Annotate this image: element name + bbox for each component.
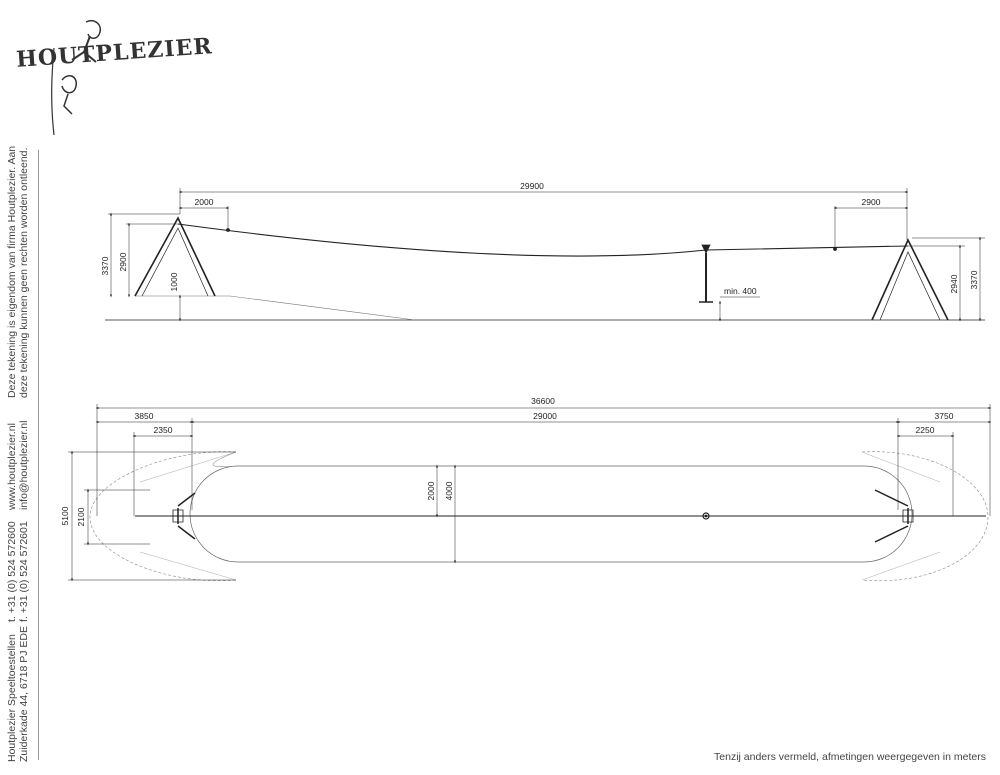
dim-side-left-offset: 2000 [195, 197, 214, 207]
dim-side-right-total: 3370 [969, 270, 979, 289]
dim-side-ramp: 1000 [169, 272, 179, 291]
side-divider [38, 150, 39, 760]
side-view [105, 188, 985, 322]
dim-top-span: 29000 [533, 411, 557, 421]
dim-side-clearance: min. 400 [724, 286, 757, 296]
top-view-labels: 36600 3850 29000 3750 2350 2250 5100 210… [60, 396, 954, 526]
dim-top-left-inner: 2350 [154, 425, 173, 435]
dim-side-overall: 29900 [520, 181, 544, 191]
top-view [68, 404, 992, 582]
dim-top-right-inner: 2250 [916, 425, 935, 435]
dim-top-width-inner: 2100 [76, 507, 86, 526]
dim-top-width-outer: 5100 [60, 506, 70, 525]
side-view-labels: 29900 2000 2900 3370 2900 1000 min. 400 … [100, 181, 979, 296]
units-note: Tenzij anders vermeld, afmetingen weerge… [714, 751, 986, 763]
logo-figure-icon [51, 20, 102, 136]
dim-top-overall: 36600 [531, 396, 555, 406]
dim-side-left-cable: 2900 [118, 252, 128, 271]
dim-top-zone-inner: 2000 [426, 481, 436, 500]
dim-top-left-zone: 3850 [135, 411, 154, 421]
dim-side-right-cable: 2940 [949, 274, 959, 293]
houtplezier-logo: HOUTPLEZIER [6, 10, 213, 140]
dim-top-zone-outer: 4000 [444, 481, 454, 500]
dim-top-right-zone: 3750 [935, 411, 954, 421]
dim-side-right-offset: 2900 [862, 197, 881, 207]
dim-side-left-total: 3370 [100, 256, 110, 275]
